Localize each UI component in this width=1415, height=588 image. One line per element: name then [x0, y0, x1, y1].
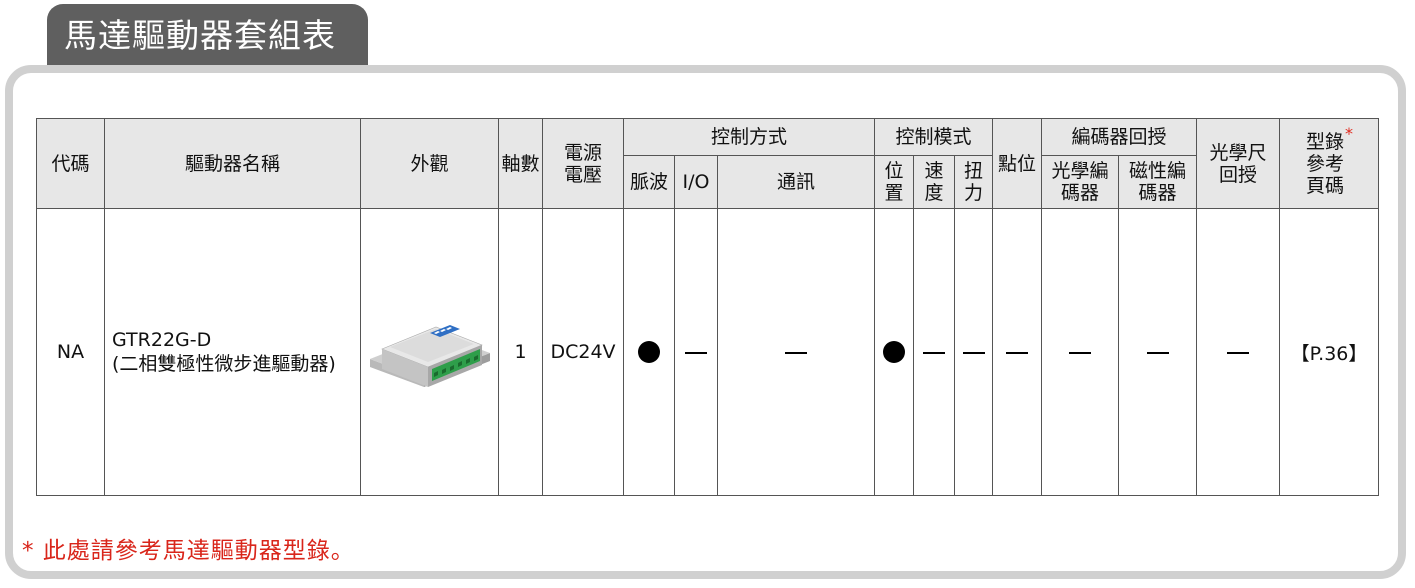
dash-icon: [1006, 351, 1028, 354]
supported-dot-icon: [883, 341, 905, 364]
header-magnetic-encoder: 磁性編碼器: [1117, 155, 1198, 209]
page-title-tab: 馬達驅動器套組表: [47, 4, 368, 68]
driver-spec-table: 代碼 驅動器名稱 外觀 軸數 電源電壓 控制方式 控制模式 點位 編碼器回授 光…: [36, 118, 1380, 496]
driver-device-image: [369, 325, 490, 387]
cell-point: [992, 208, 1042, 496]
header-code: 代碼: [36, 118, 105, 209]
header-position-text: 位置: [884, 160, 904, 204]
header-catalog-ref: 型錄參考頁碼*: [1279, 118, 1380, 209]
header-point: 點位: [992, 118, 1042, 209]
header-optical-scale-text: 光學尺回授: [1209, 141, 1267, 186]
driver-model: GTR22G-D: [112, 329, 212, 351]
cell-catalog-page: 【P.36】: [1279, 208, 1380, 496]
cell-speed: [913, 208, 955, 496]
table-row: NA GTR22G-D (二相雙極性微步進驅動器): [36, 208, 1380, 496]
cell-optical-encoder: [1041, 208, 1119, 496]
cell-torque: [954, 208, 993, 496]
header-control-method: 控制方式: [623, 118, 875, 156]
header-power-voltage-text: 電源電壓: [563, 141, 602, 186]
header-driver-name: 驅動器名稱: [104, 118, 361, 209]
cell-optical-scale: [1196, 208, 1281, 496]
header-position: 位置: [874, 155, 914, 209]
asterisk-icon: *: [1344, 123, 1353, 143]
dash-icon: [685, 351, 707, 354]
header-optical-encoder-text: 光學編碼器: [1051, 160, 1109, 204]
cell-axes: 1: [498, 208, 543, 496]
header-optical-scale: 光學尺回授: [1196, 118, 1281, 209]
header-speed: 速度: [913, 155, 955, 209]
cell-magnetic-encoder: [1117, 208, 1198, 496]
header-magnetic-encoder-text: 磁性編碼器: [1129, 160, 1187, 204]
header-comm: 通訊: [717, 155, 875, 209]
header-optical-encoder: 光學編碼器: [1041, 155, 1119, 209]
header-io: I/O: [674, 155, 718, 209]
header-catalog-ref-text: 型錄參考頁碼: [1306, 130, 1345, 197]
dash-icon: [785, 351, 807, 354]
dash-icon: [1069, 351, 1091, 354]
header-torque-text: 扭力: [963, 160, 983, 204]
page-title: 馬達驅動器套組表: [64, 16, 336, 55]
header-speed-text: 速度: [924, 160, 944, 204]
dash-icon: [962, 351, 985, 354]
cell-pulse: [623, 208, 675, 496]
header-appearance: 外觀: [360, 118, 499, 209]
cell-io: [674, 208, 718, 496]
cell-driver-name: GTR22G-D (二相雙極性微步進驅動器): [104, 208, 361, 496]
header-power-voltage: 電源電壓: [542, 118, 624, 209]
header-control-mode: 控制模式: [874, 118, 993, 156]
header-encoder-feedback: 編碼器回授: [1040, 118, 1198, 156]
cell-code: NA: [36, 208, 105, 496]
cell-appearance: [360, 208, 499, 496]
dash-icon: [1227, 351, 1250, 354]
cell-position: [874, 208, 914, 496]
header-torque: 扭力: [954, 155, 993, 209]
supported-dot-icon: [638, 341, 660, 364]
footnote: * 此處請參考馬達驅動器型錄。: [22, 538, 355, 564]
dash-icon: [1146, 351, 1169, 354]
header-pulse: 脈波: [623, 155, 675, 209]
cell-comm: [717, 208, 875, 496]
cell-voltage: DC24V: [542, 208, 624, 496]
dash-icon: [923, 351, 945, 354]
header-axes: 軸數: [498, 118, 543, 209]
driver-description: (二相雙極性微步進驅動器): [112, 353, 336, 375]
